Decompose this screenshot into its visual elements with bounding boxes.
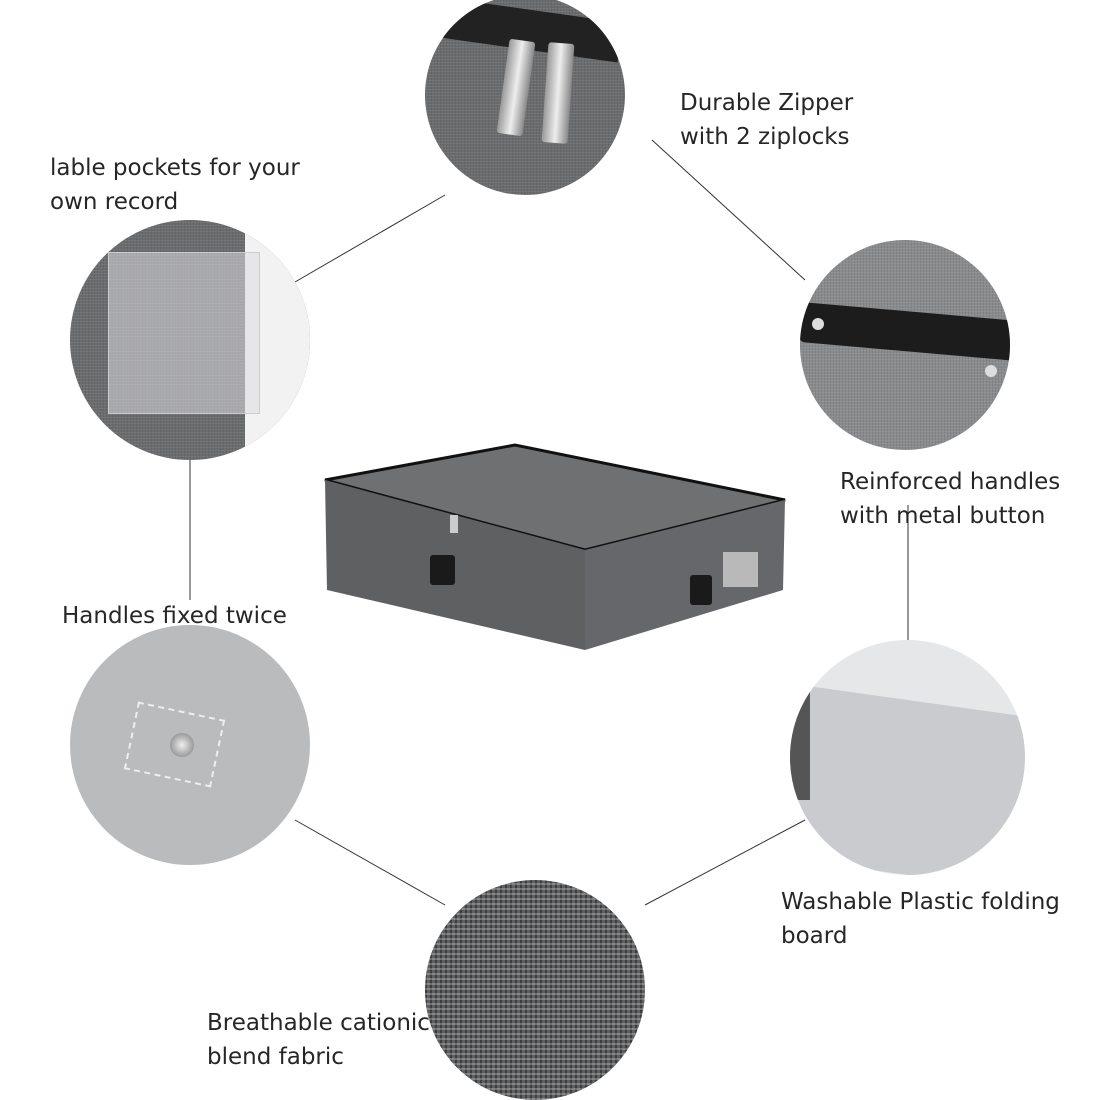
label-line: blend fabric <box>207 1044 344 1070</box>
metal-button-icon <box>985 365 997 377</box>
handle-strap <box>800 302 1010 362</box>
fixed-twice-label: Handles fixed twice <box>62 599 287 633</box>
board-label: Washable Plastic folding board <box>781 885 1060 953</box>
label-line: board <box>781 923 848 949</box>
zipper-detail-image <box>425 0 625 195</box>
connector-line <box>294 819 446 906</box>
connector-line <box>651 139 806 281</box>
label-pocket-image <box>70 220 310 460</box>
label-line: Breathable cationic <box>207 1010 430 1036</box>
stitching-detail-image <box>70 625 310 865</box>
label-line: with metal button <box>840 503 1046 529</box>
fabric-label: Breathable cationic blend fabric <box>207 1006 430 1074</box>
plastic-board-image <box>790 640 1025 875</box>
label-line: Washable Plastic folding <box>781 889 1060 915</box>
label-line: lable pockets for your <box>50 155 300 181</box>
connector-line <box>294 194 446 283</box>
zipper-label: Durable Zipper with 2 ziplocks <box>680 86 853 154</box>
handles-label: Reinforced handles with metal button <box>840 465 1060 533</box>
clear-pocket <box>108 252 260 414</box>
zipper-pull <box>496 38 536 137</box>
pocket-label: lable pockets for your own record <box>50 151 300 219</box>
storage-box-image <box>324 443 786 650</box>
metal-button-icon <box>812 318 824 330</box>
connector-line <box>644 819 806 906</box>
label-line: with 2 ziplocks <box>680 124 850 150</box>
label-line: Durable Zipper <box>680 90 854 116</box>
label-line: Handles fixed twice <box>62 603 287 629</box>
label-line: own record <box>50 189 179 215</box>
fabric-closeup-image <box>425 880 645 1100</box>
metal-button-icon <box>170 733 194 757</box>
label-line: Reinforced handles <box>840 469 1061 495</box>
reinforced-handle-image <box>800 240 1010 450</box>
zipper-pull <box>541 42 575 144</box>
